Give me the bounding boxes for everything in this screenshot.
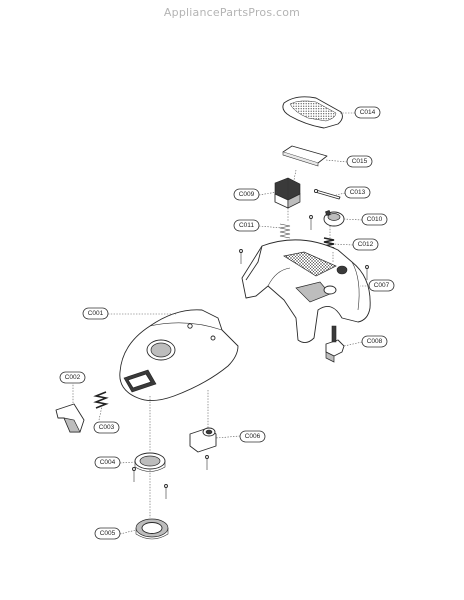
cord-connector-part [325,325,345,363]
filter-pad-part [282,145,328,167]
callout-label: C002 [65,374,81,381]
watermark-text: AppliancePartsPros.com [163,6,301,19]
callout-c007: C007 [368,279,395,292]
grille-cover-part [282,96,343,129]
small-spring-part [93,391,109,409]
callout-label: C001 [88,310,104,317]
release-lever-part [55,403,85,433]
callout-label: C008 [367,338,383,345]
button-cap-part [323,210,345,227]
callout-c010: C010 [361,213,388,226]
spring-part-c011 [279,223,291,239]
callout-c001: C001 [82,307,109,320]
callout-label: C007 [374,282,390,289]
callout-label: C006 [245,433,261,440]
callout-c006: C006 [239,430,266,443]
callout-label: C012 [358,241,374,248]
callout-label: C004 [100,459,116,466]
callout-label: C009 [239,191,255,198]
callout-label: C010 [367,216,383,223]
callout-c004: C004 [94,456,121,469]
leader-lines [72,112,369,535]
callout-c009: C009 [233,188,260,201]
collar-ring-part [134,452,166,472]
callout-c005: C005 [94,527,121,540]
callout-label: C005 [100,530,116,537]
callout-c015: C015 [346,155,373,168]
button-housing-part [274,177,301,209]
callout-label: C014 [360,109,376,116]
callout-c011: C011 [233,219,260,232]
hose-ring-part [135,518,169,540]
callout-c013: C013 [344,186,371,199]
latch-rod-part [313,188,341,200]
callout-c003: C003 [93,421,120,434]
adapter-part [189,427,217,453]
callout-c002: C002 [59,371,86,384]
callout-label: C011 [239,222,254,229]
callout-label: C015 [352,158,368,165]
callout-c014: C014 [354,106,381,119]
callout-label: C003 [99,424,115,431]
screw-parts [132,215,369,499]
top-housing-part [241,239,371,343]
callout-c008: C008 [361,335,388,348]
callout-c012: C012 [352,238,379,251]
front-body-shell-part [119,309,239,401]
callout-label: C013 [350,189,366,196]
